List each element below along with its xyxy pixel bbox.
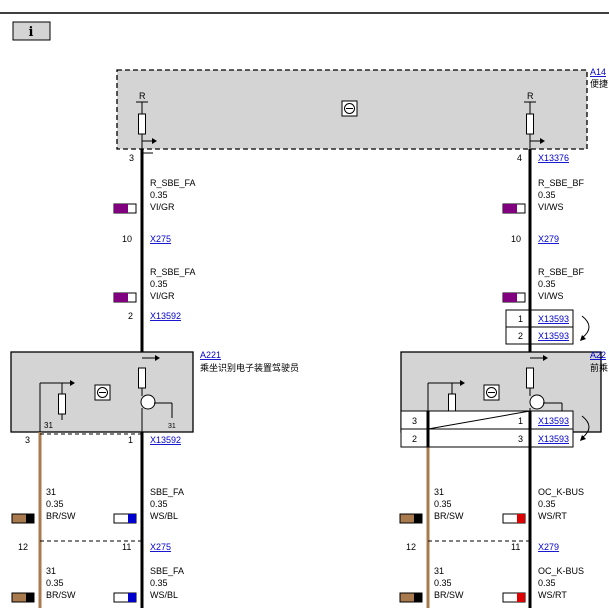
- connector-x13593-link[interactable]: X13593: [538, 331, 569, 341]
- color-swatch-brown-black: [11, 592, 35, 603]
- wire-name: R_SBE_FA: [150, 267, 196, 277]
- ground-symbol-icon: [341, 100, 358, 117]
- wire-color: WS/RT: [538, 511, 567, 521]
- pin-label: 3: [25, 435, 30, 445]
- connector-x13593-link[interactable]: X13593: [538, 434, 569, 444]
- wire-size: 0.35: [150, 578, 168, 588]
- color-swatch-white-blue: [113, 592, 137, 603]
- resistor-right-icon: R: [524, 91, 545, 149]
- color-swatch-brown-black: [399, 513, 423, 524]
- wire-size: 0.35: [150, 499, 168, 509]
- module-a22-name: 前乘: [590, 362, 608, 374]
- resistor-left-icon: R: [136, 91, 157, 149]
- wire-size: 0.35: [434, 578, 452, 588]
- transistor-circuit-icon: 31: [138, 355, 176, 432]
- wire-color: VI/WS: [538, 202, 564, 212]
- pin-label: 3: [412, 416, 417, 426]
- resistor-ground-icon: 31: [39, 380, 75, 432]
- info-button[interactable]: i: [12, 21, 51, 41]
- module-a221-name: 乘坐识别电子装置驾驶员: [200, 362, 299, 374]
- color-swatch-brown-black: [399, 592, 423, 603]
- connector-x279-link[interactable]: X279: [538, 542, 559, 552]
- pin-label: 10: [511, 234, 521, 244]
- pin-label: 12: [18, 542, 28, 552]
- wire-color: WS/BL: [150, 590, 178, 600]
- info-icon: [12, 21, 51, 41]
- pin-label: 1: [518, 314, 523, 324]
- pin-label: 2: [128, 311, 133, 321]
- svg-text:i: i: [29, 25, 34, 40]
- connector-x13376-link[interactable]: X13376: [538, 153, 569, 163]
- pin-label: 4: [517, 153, 522, 163]
- module-a22-link[interactable]: A22: [590, 350, 606, 360]
- wire-name: 31: [46, 566, 56, 576]
- connector-x13593-link[interactable]: X13593: [538, 416, 569, 426]
- wire-name: R_SBE_BF: [538, 178, 585, 188]
- svg-text:R: R: [139, 91, 146, 101]
- ground-symbol-icon: [94, 384, 111, 401]
- pin-label: 10: [122, 234, 132, 244]
- wire-color: WS/RT: [538, 590, 567, 600]
- wire-name: SBE_FA: [150, 487, 184, 497]
- wire-name: R_SBE_BF: [538, 267, 585, 277]
- wire-name: OC_K-BUS: [538, 487, 584, 497]
- pin-label: 3: [518, 434, 523, 444]
- connector-x13593-box: [505, 309, 590, 345]
- wire-color: VI/GR: [150, 202, 175, 212]
- wire-size: 0.35: [538, 279, 556, 289]
- wire-color: BR/SW: [46, 590, 76, 600]
- color-swatch-violet-white: [502, 292, 526, 303]
- wire-color: WS/BL: [150, 511, 178, 521]
- pin-label: 2: [412, 434, 417, 444]
- module-a14-link[interactable]: A14: [590, 67, 606, 77]
- connector-x275-link[interactable]: X275: [150, 234, 171, 244]
- wire-color: VI/WS: [538, 291, 564, 301]
- svg-text:R: R: [527, 91, 534, 101]
- connector-x279-link[interactable]: X279: [538, 234, 559, 244]
- pin-label: 3: [129, 153, 134, 163]
- wire-size: 0.35: [538, 578, 556, 588]
- pin-label: 1: [128, 435, 133, 445]
- connector-x13592-link[interactable]: X13592: [150, 311, 181, 321]
- color-swatch-white-blue: [113, 513, 137, 524]
- wire-name: 31: [46, 487, 56, 497]
- pin-label: 1: [518, 416, 523, 426]
- module-a221-link[interactable]: A221: [200, 350, 221, 360]
- wire-name: 31: [434, 566, 444, 576]
- connector-x13593-box-2: [400, 410, 590, 448]
- color-swatch-white-red: [502, 592, 526, 603]
- svg-text:31: 31: [168, 423, 176, 430]
- wire-size: 0.35: [150, 190, 168, 200]
- wire-name: R_SBE_FA: [150, 178, 196, 188]
- color-swatch-violet-grey: [113, 203, 137, 214]
- wire-size: 0.35: [150, 279, 168, 289]
- wire-color: VI/GR: [150, 291, 175, 301]
- wire-size: 0.35: [538, 499, 556, 509]
- pin-label: 11: [122, 542, 131, 552]
- wire-size: 0.35: [538, 190, 556, 200]
- color-swatch-violet-white: [502, 203, 526, 214]
- connector-x13592-link[interactable]: X13592: [150, 435, 181, 445]
- wire-name: SBE_FA: [150, 566, 184, 576]
- connector-x275-link[interactable]: X275: [150, 542, 171, 552]
- module-a14-name: 便捷: [590, 78, 608, 90]
- wire-name: 31: [434, 487, 444, 497]
- wire-size: 0.35: [46, 499, 64, 509]
- color-swatch-white-red: [502, 513, 526, 524]
- pin-label: 11: [511, 542, 520, 552]
- svg-text:31: 31: [44, 421, 53, 430]
- wire-name: OC_K-BUS: [538, 566, 584, 576]
- wire-size: 0.35: [434, 499, 452, 509]
- color-swatch-violet-grey: [113, 292, 137, 303]
- pin-label: 12: [406, 542, 416, 552]
- wire-color: BR/SW: [46, 511, 76, 521]
- pin-label: 2: [518, 331, 523, 341]
- color-swatch-brown-black: [11, 513, 35, 524]
- wire-size: 0.35: [46, 578, 64, 588]
- connector-x13593-link[interactable]: X13593: [538, 314, 569, 324]
- wire-color: BR/SW: [434, 590, 464, 600]
- wire-color: BR/SW: [434, 511, 464, 521]
- ground-symbol-icon: [483, 384, 500, 401]
